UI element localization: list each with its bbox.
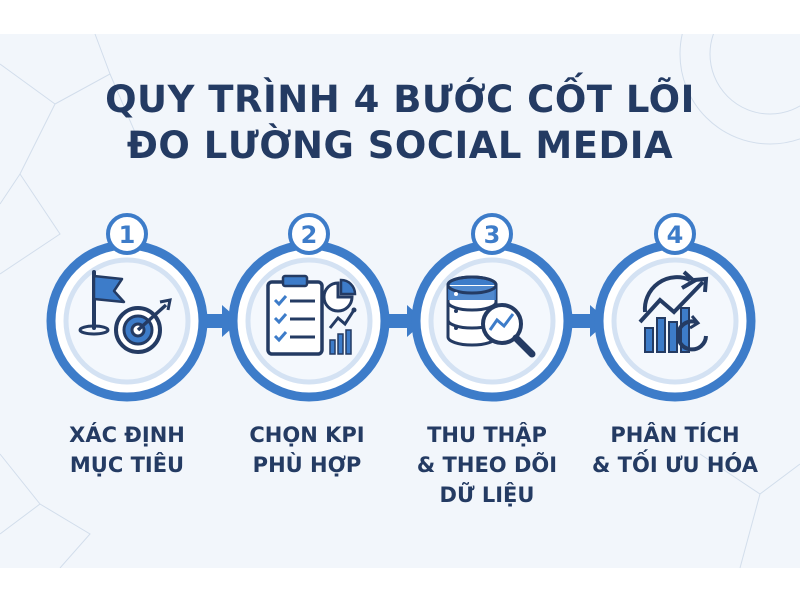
database-magnifier-icon (446, 275, 536, 358)
step-4-badge (654, 213, 696, 255)
decorative-background (0, 34, 800, 568)
step-2-label: CHỌN KPI PHÙ HỢP (217, 420, 397, 480)
title-line-1: QUY TRÌNH 4 BƯỚC CỐT LÕI (105, 78, 695, 121)
step-3-label-line-2: & THEO DÕI (416, 453, 558, 477)
step-1-label: XÁC ĐỊNH MỤC TIÊU (37, 420, 217, 480)
step-4: 4 (594, 213, 756, 402)
step-3-label-line-3: DỮ LIỆU (439, 483, 535, 507)
step-4-label-line-1: PHÂN TÍCH (610, 423, 740, 447)
step-3-badge (471, 213, 513, 255)
title-line-2: ĐO LƯỜNG SOCIAL MEDIA (126, 124, 674, 167)
step-1-label-line-2: MỤC TIÊU (69, 453, 185, 477)
step-3-number: 3 (484, 221, 501, 249)
step-2-badge (288, 213, 330, 255)
step-1-label-line-1: XÁC ĐỊNH (69, 423, 185, 447)
step-2: 2 (228, 213, 390, 402)
step-4-number: 4 (667, 221, 684, 249)
step-1-number: 1 (119, 221, 136, 249)
step-3-label: THU THẬP & THEO DÕI DỮ LIỆU (397, 420, 577, 510)
step-4-label-line-2: & TỐI ƯU HÓA (592, 453, 758, 477)
step-3: 3 (411, 213, 573, 402)
step-2-label-line-2: PHÙ HỢP (252, 453, 362, 477)
flag-target-icon (78, 270, 172, 354)
step-2-label-line-1: CHỌN KPI (249, 423, 365, 447)
step-3-label-line-1: THU THẬP (427, 423, 547, 447)
growth-analytics-icon (638, 270, 709, 353)
clipboard-checklist-chart-icon (266, 274, 357, 356)
step-4-label: PHÂN TÍCH & TỐI ƯU HÓA (585, 420, 765, 480)
step-1: 1 (46, 213, 208, 402)
step-2-number: 2 (301, 221, 318, 249)
step-1-badge (106, 213, 148, 255)
